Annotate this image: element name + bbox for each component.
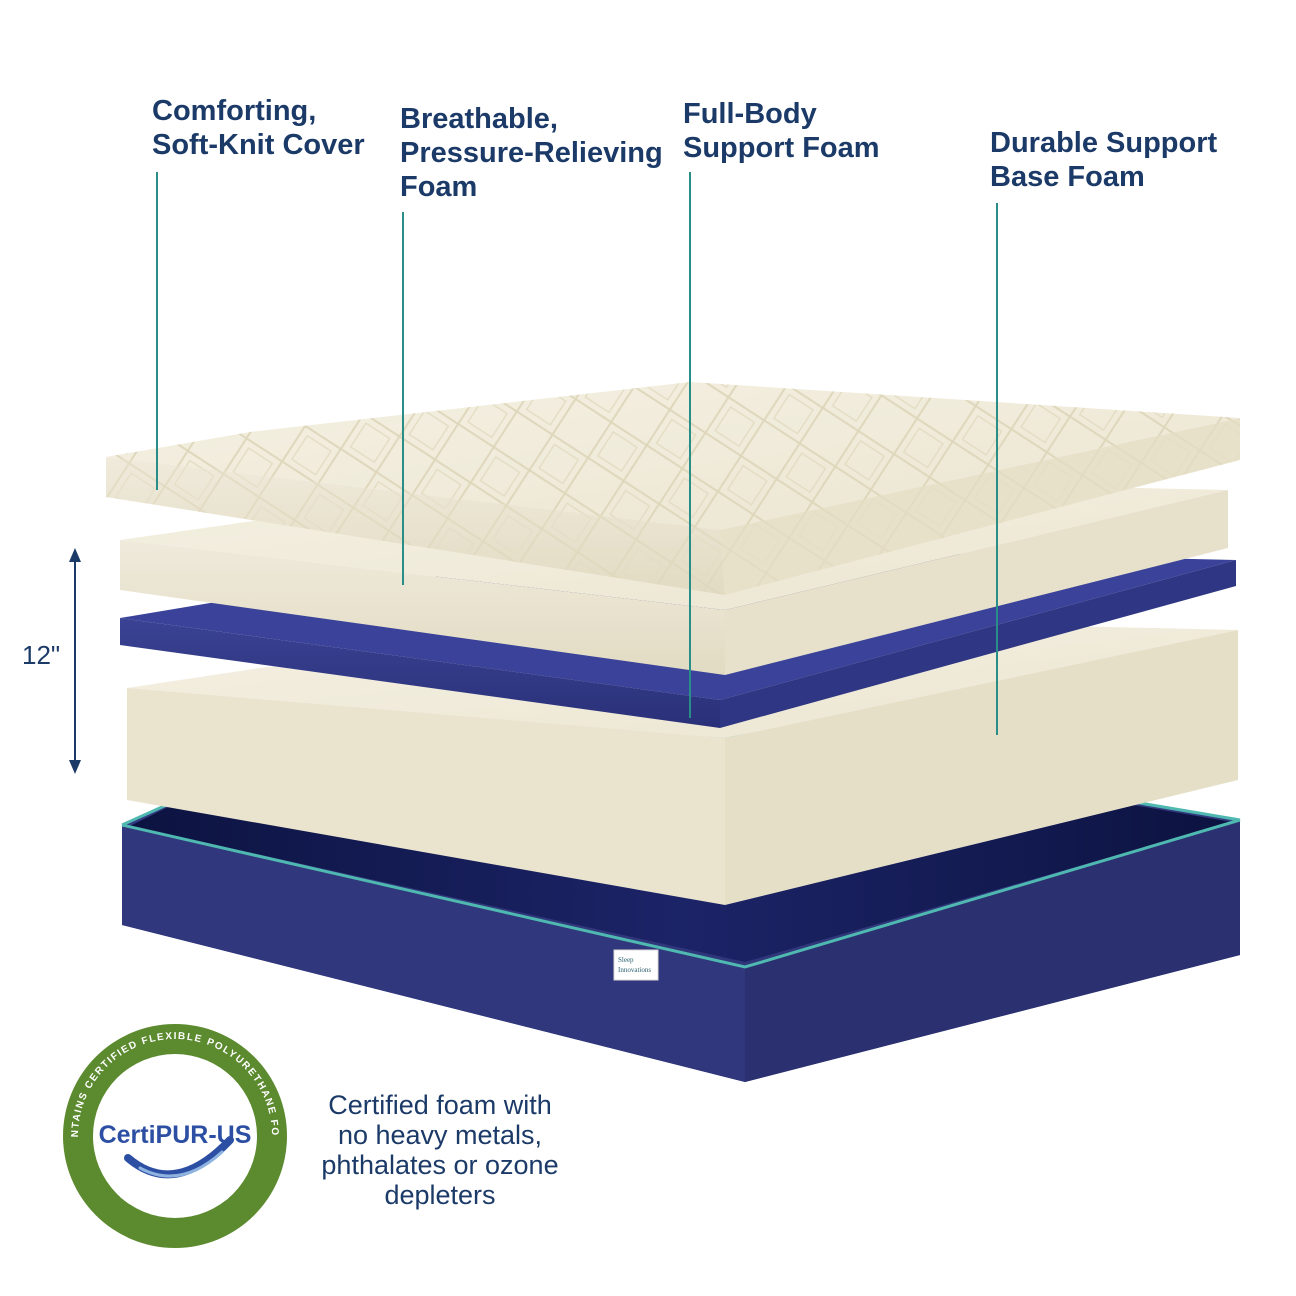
certified-foam-description: Certified foam with no heavy metals, pht…: [321, 1090, 559, 1210]
base-foam-layer: [127, 618, 1238, 905]
label-full-body-support-foam: Full-Body Support Foam: [683, 98, 880, 164]
height-dimension-arrow: [69, 548, 81, 774]
label-soft-knit-cover: Comforting, Soft-Knit Cover: [152, 95, 365, 161]
knit-cover-layer: [106, 382, 1240, 595]
brand-tag: Sleep Innovations: [613, 949, 659, 981]
leader-lines: [156, 172, 998, 735]
label-pressure-relieving-foam: Breathable, Pressure-Relieving Foam: [400, 103, 663, 203]
brand-tag-line1: Sleep: [618, 956, 634, 964]
label-base-foam: Durable Support Base Foam: [990, 127, 1218, 193]
seal-brand-text: CertiPUR-US: [99, 1121, 252, 1149]
brand-tag-line2: Innovations: [618, 966, 651, 974]
height-dimension-label: 12": [22, 640, 61, 670]
